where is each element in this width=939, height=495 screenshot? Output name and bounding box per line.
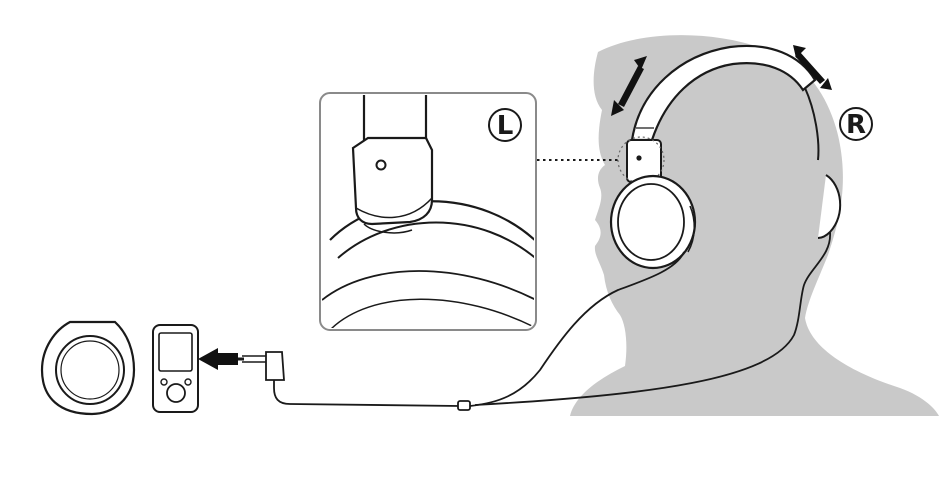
adjust-arrow-icon-left	[611, 56, 647, 116]
right-earcup	[817, 174, 842, 239]
walkman-player-icon	[152, 324, 199, 413]
headband	[630, 44, 817, 142]
right-label-text: R	[846, 110, 866, 140]
left-earcup	[609, 174, 697, 270]
head-silhouette-icon	[570, 35, 939, 417]
carrying-case-icon	[40, 320, 136, 416]
inset-detail: L	[319, 92, 537, 331]
adjust-arrow-icon-right	[793, 45, 832, 90]
right-label: R	[839, 107, 873, 141]
headphone-plug	[236, 351, 285, 381]
plug-arrow-icon	[198, 348, 238, 370]
left-label-text: L	[497, 111, 514, 141]
cable-splitter	[457, 400, 471, 411]
cable	[273, 231, 831, 407]
headband-right	[804, 87, 820, 161]
